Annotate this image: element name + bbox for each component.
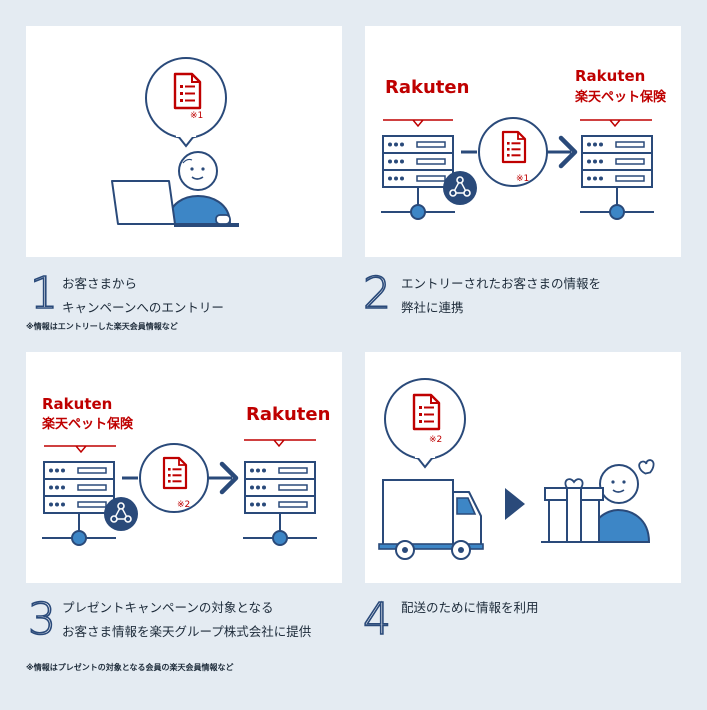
document-bubble: ※2	[139, 443, 209, 513]
step-text-line2: 弊社に連携	[401, 300, 464, 315]
rakuten-logo: Rakuten	[575, 67, 645, 85]
footnote-1: ※情報はエントリーした楽天会員情報など	[26, 322, 178, 331]
data-transfer-illustration: Rakuten Rakuten 楽天ペット保険	[381, 67, 667, 220]
laptop-icon	[111, 180, 239, 227]
panel-delivery: ※2	[365, 352, 681, 583]
arrow-right-icon	[547, 135, 578, 169]
delivery-illustration: ※2	[378, 378, 655, 560]
step-text-line2: お客さま情報を楽天グループ株式会社に提供	[62, 624, 312, 639]
step-number: 3	[27, 594, 57, 645]
note-marker: ※2	[177, 500, 190, 510]
rakuten-logo: Rakuten	[246, 404, 330, 425]
panel-customer-entry: ※1	[26, 26, 342, 257]
step-text-line1: 配送のために情報を利用	[401, 600, 539, 615]
server-icon	[243, 439, 317, 546]
step-number: 1	[29, 268, 59, 319]
step-text-line1: プレゼントキャンペーンの対象となる	[62, 600, 274, 615]
step-text-line1: お客さまから	[62, 276, 138, 291]
panel-data-transfer-to-rakuten: Rakuten 楽天ペット保険 Rakuten	[26, 352, 342, 583]
customer-entry-illustration: ※1	[111, 57, 239, 227]
data-transfer-illustration: Rakuten 楽天ペット保険 Rakuten	[41, 395, 330, 546]
share-network-icon	[443, 171, 477, 205]
gift-box-icon	[544, 478, 604, 543]
step-text-line1: エントリーされたお客さまの情報を	[401, 276, 602, 291]
document-bubble: ※1	[478, 117, 548, 187]
step-number: 4	[362, 594, 392, 645]
note-marker: ※1	[516, 174, 529, 184]
rakuten-pet-insurance-logo: 楽天ペット保険	[41, 416, 134, 432]
server-icon	[42, 445, 116, 546]
rakuten-logo: Rakuten	[385, 77, 469, 98]
person-icon	[166, 151, 232, 225]
note-marker: ※1	[190, 111, 203, 121]
rakuten-logo: Rakuten	[42, 395, 112, 413]
delivery-truck-icon	[378, 479, 484, 560]
step-number: 2	[362, 268, 392, 319]
note-marker: ※2	[429, 435, 442, 445]
footnote-2: ※情報はプレゼントの対象となる会員の楽天会員情報など	[26, 663, 234, 672]
document-icon	[173, 72, 202, 110]
heart-icon	[638, 459, 655, 475]
panel-data-transfer-to-us: Rakuten Rakuten 楽天ペット保険	[365, 26, 681, 257]
arrow-right-icon	[505, 488, 525, 520]
document-icon	[412, 393, 441, 431]
server-icon	[381, 119, 455, 220]
step-text-line2: キャンペーンへのエントリー	[62, 300, 224, 315]
share-network-icon	[104, 497, 138, 531]
arrow-right-icon	[208, 461, 239, 495]
rakuten-pet-insurance-logo: 楽天ペット保険	[574, 89, 667, 105]
server-icon	[580, 119, 654, 220]
